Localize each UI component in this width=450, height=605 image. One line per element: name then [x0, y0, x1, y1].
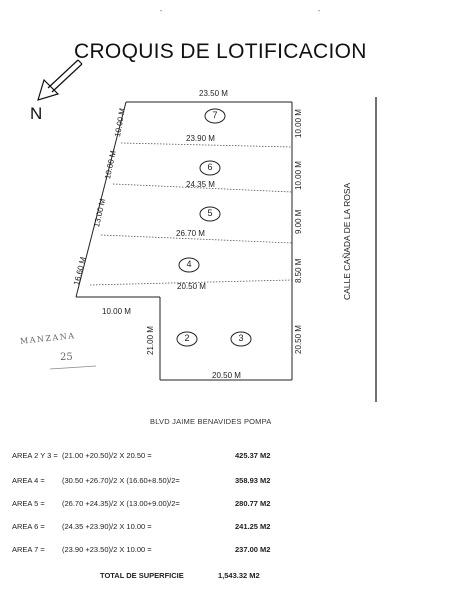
area-name: AREA 6 =: [12, 522, 45, 531]
block-number: 25: [60, 352, 73, 363]
dim-top: 23.50 M: [199, 89, 228, 98]
area-result: 241.25 M2: [235, 522, 271, 531]
dim-right-5: 9.00 M: [294, 209, 303, 234]
area-name: AREA 4 =: [12, 476, 45, 485]
area-result: 280.77 M2: [235, 499, 271, 508]
area-result: 358.93 M2: [235, 476, 271, 485]
lot-number-4: 4: [186, 259, 192, 269]
area-formula: (21.00 +20.50)/2 X 20.50 =: [62, 451, 152, 460]
street-name-right: CALLE CAÑADA DE LA ROSA: [342, 182, 352, 300]
lot-markers: [176, 108, 252, 347]
area-formula: (30.50 +26.70)/2 X (16.60+8.50)/2=: [62, 476, 180, 485]
area-formula: (26.70 +24.35)/2 X (13.00+9.00)/2=: [62, 499, 180, 508]
dim-step: 10.00 M: [102, 307, 131, 316]
area-result: 237.00 M2: [235, 545, 271, 554]
area-formula: (24.35 +23.90)/2 X 10.00 =: [62, 522, 152, 531]
site-plan-drawing: [37, 59, 377, 402]
area-name: AREA 7 =: [12, 545, 45, 554]
total-label: TOTAL DE SUPERFICIE: [100, 571, 184, 580]
area-result: 425.37 M2: [235, 451, 271, 460]
dim-right-4: 8.50 M: [294, 258, 303, 283]
dim-right-6: 10.00 M: [294, 161, 303, 190]
total-value: 1,543.32 M2: [218, 571, 260, 580]
north-label: N: [30, 104, 43, 123]
area-formula: (23.90 +23.50)/2 X 10.00 =: [62, 545, 152, 554]
area-name: AREA 2 Y 3 =: [12, 451, 58, 460]
dim-line-4-3: 20.50 M: [177, 282, 206, 291]
dim-right-7: 10.00 M: [294, 109, 303, 138]
lot-number-2: 2: [184, 333, 190, 343]
lot-boundary: [75, 101, 293, 381]
street-name-bottom: BLVD JAIME BENAVIDES POMPA: [150, 417, 272, 426]
dim-line-6-5: 24.35 M: [186, 180, 215, 189]
lot-number-7: 7: [212, 110, 218, 120]
lot-number-6: 6: [207, 162, 213, 172]
north-arrow-icon: [37, 59, 83, 101]
dim-line-7-6: 23.90 M: [186, 134, 215, 143]
lot-number-3: 3: [238, 333, 244, 343]
dim-right-2-3: 20.50 M: [294, 325, 303, 354]
lot-dividers: [89, 142, 293, 286]
area-name: AREA 5 =: [12, 499, 45, 508]
dim-bottom: 20.50 M: [212, 371, 241, 380]
dim-left-2-3: 21.00 M: [146, 326, 155, 355]
block-underline: [49, 365, 97, 370]
scan-mark-left: -: [160, 8, 163, 15]
dim-line-5-4: 26.70 M: [176, 229, 205, 238]
page-title: CROQUIS DE LOTIFICACION: [74, 40, 367, 63]
scan-mark-right: -: [318, 8, 321, 15]
lot-number-5: 5: [207, 208, 213, 218]
